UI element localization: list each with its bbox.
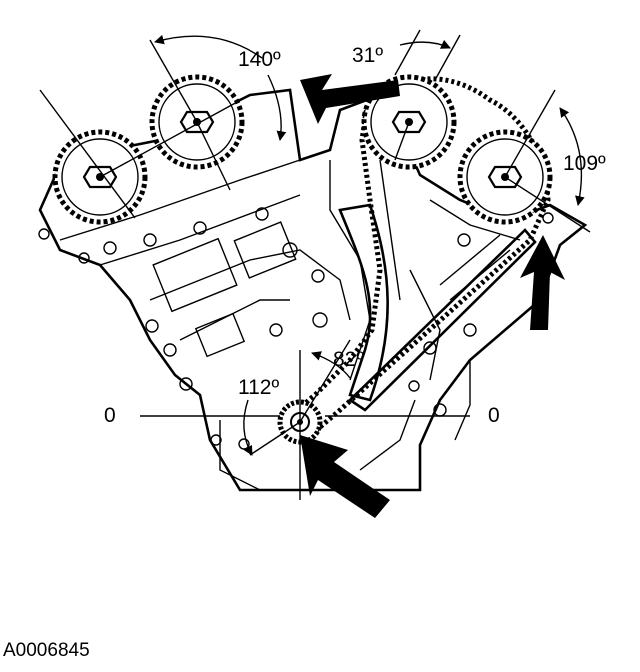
angle-label-112: 112º bbox=[238, 376, 279, 399]
zero-label-left: 0 bbox=[104, 404, 116, 427]
angle-label-82: 82º bbox=[333, 348, 364, 371]
engine-block bbox=[38, 88, 588, 492]
angle-label-31: 31º bbox=[352, 44, 383, 67]
chain-guide bbox=[338, 203, 537, 412]
reference-lines bbox=[39, 29, 591, 500]
timing-chain bbox=[293, 76, 551, 444]
angle-label-109: 109º bbox=[563, 152, 606, 175]
arrow-top-right bbox=[300, 74, 400, 124]
arrow-right bbox=[520, 235, 565, 330]
arrow-bottom bbox=[300, 435, 390, 518]
figure-id: A0006845 bbox=[3, 640, 90, 661]
pointer-arrows bbox=[300, 74, 565, 518]
angle-label-140: 140º bbox=[238, 48, 281, 71]
zero-label-right: 0 bbox=[488, 404, 500, 427]
angle-arcs bbox=[154, 34, 585, 456]
